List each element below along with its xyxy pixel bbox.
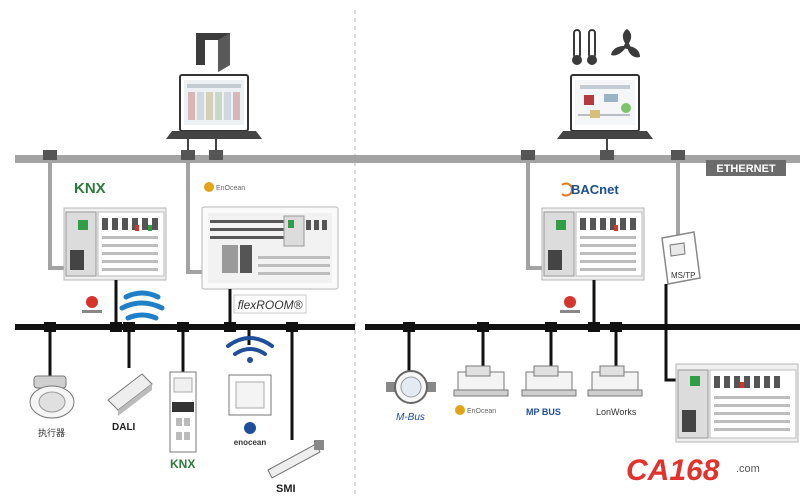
svg-text:CA168: CA168 [626, 454, 720, 487]
wireless-waves-icon [119, 290, 165, 321]
enocean-wifi-icon [226, 336, 274, 356]
fieldbus-right [365, 324, 800, 330]
controller-bacnet-brand-icon [560, 296, 580, 313]
ethernet-label-bg [706, 160, 786, 176]
ethernet-bus: ETHERNET [15, 155, 800, 176]
enocean-logo-2: EnOcean [455, 405, 496, 415]
controller-flexroom [201, 206, 339, 290]
svg-text:EnOcean: EnOcean [216, 185, 245, 192]
mbus-meter-device [386, 370, 436, 404]
fan-icon [611, 29, 640, 58]
controller-lower-right [675, 363, 799, 443]
valve-actuator-2 [521, 365, 577, 397]
svg-text:EnOcean: EnOcean [467, 408, 496, 415]
enocean-logo: enocean [234, 422, 267, 447]
valve-actuator-3 [587, 365, 643, 397]
svg-text:.com: .com [736, 463, 760, 475]
mbus-label: M-Bus [396, 412, 425, 423]
lonworks-label: LonWorks [596, 407, 637, 417]
mp-bus-label: MP BUS [526, 407, 561, 417]
thermometer-icon [572, 29, 597, 65]
flexroom-label-box: flexROOM® [233, 294, 307, 314]
actuator-device [29, 375, 75, 419]
ethernet-label: ETHERNET [716, 163, 776, 175]
controller-knx-brand-icon [82, 296, 102, 313]
knx-label: KNX [170, 457, 195, 471]
ms-tp-gateway: MS/TP [661, 231, 701, 285]
watermark-logo: CA168 .com [626, 454, 760, 487]
dali-label: DALI [112, 422, 136, 433]
svg-text:MS/TP: MS/TP [671, 271, 695, 280]
smi-label: SMI [276, 483, 296, 495]
valve-actuator-1 [453, 365, 509, 397]
laptop-left [166, 74, 262, 139]
enocean-switch-device [228, 374, 272, 416]
controller-bacnet [541, 207, 645, 281]
svg-text:flexROOM®: flexROOM® [238, 298, 303, 312]
svg-text:enocean: enocean [234, 438, 267, 447]
enocean-logo-small: EnOcean [204, 182, 245, 192]
knx-switch-device [169, 371, 197, 453]
svg-text:BACnet: BACnet [571, 182, 619, 197]
svg-text:KNX: KNX [74, 180, 106, 197]
laptop-right [557, 74, 653, 139]
actuator-label: 执行器 [38, 427, 65, 438]
knx-logo: KNX [74, 180, 106, 197]
bacnet-logo: BACnet [561, 182, 619, 197]
dali-device [107, 373, 153, 416]
controller-knx [63, 207, 167, 281]
smi-motor-device [267, 440, 324, 479]
door-icon [196, 33, 230, 72]
